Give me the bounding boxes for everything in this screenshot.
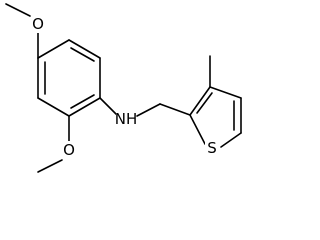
amine-linker: NH bbox=[99, 97, 191, 128]
bond-c1-c2 bbox=[68, 39, 101, 59]
amine-label: NH bbox=[115, 110, 138, 128]
oxygen-top-label: O bbox=[32, 15, 44, 33]
molecule-structure-diagram: O O NH S bbox=[5, 3, 242, 173]
benzene-ring bbox=[37, 39, 101, 117]
bond-oxygen-top-to-methyl bbox=[5, 3, 31, 17]
bond-c4-c5 bbox=[37, 97, 70, 117]
double-bond-inner-c2-c3-thiophene bbox=[196, 92, 213, 114]
bond-sulfur-c2 bbox=[189, 114, 206, 145]
double-bond-inner-c1-c2 bbox=[70, 47, 95, 62]
bond-oxygen-bottom-to-methyl bbox=[37, 159, 63, 173]
bond-c3-c4 bbox=[68, 97, 101, 117]
bond-nitrogen-to-methylene bbox=[136, 103, 161, 117]
bond-ring-to-nitrogen bbox=[99, 97, 117, 115]
sulfur-label: S bbox=[207, 139, 217, 157]
amine-label-bg bbox=[116, 110, 136, 128]
bond-c2-c3-thiophene bbox=[189, 86, 211, 116]
bond-c6-c1 bbox=[37, 39, 70, 59]
oxygen-bottom-label: O bbox=[63, 141, 75, 159]
double-bond-inner-c3-c4 bbox=[70, 94, 95, 109]
sulfur-label-bg bbox=[205, 139, 219, 157]
methoxy-group-top: O bbox=[5, 3, 45, 59]
bond-methylene-to-thiophene bbox=[159, 103, 191, 116]
oxygen-bottom-label-bg bbox=[62, 141, 76, 159]
thiophene-ring: S bbox=[189, 86, 242, 157]
bond-c3-c4-thiophene bbox=[209, 86, 242, 99]
methoxy-group-bottom: O bbox=[37, 115, 76, 173]
bond-c5-sulfur bbox=[220, 132, 242, 148]
oxygen-top-label-bg bbox=[31, 15, 45, 33]
